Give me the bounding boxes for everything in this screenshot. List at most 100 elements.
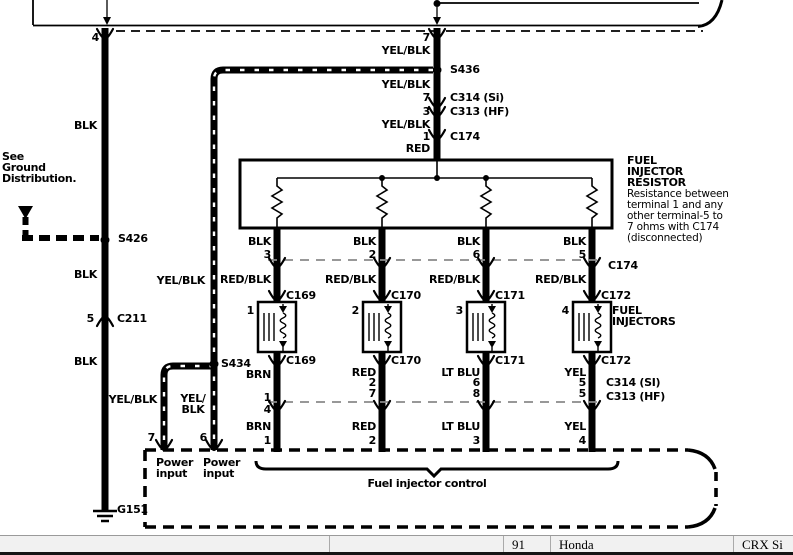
terminal-label: 1 bbox=[263, 434, 272, 447]
splice-s434-dot bbox=[209, 359, 219, 369]
power-input-label: input bbox=[203, 467, 235, 480]
ground-wire bbox=[18, 27, 117, 523]
connector-label: C170 bbox=[391, 354, 421, 367]
resistor-note: 7 ohms with C174 bbox=[627, 221, 719, 233]
resistor-title: FUEL bbox=[627, 154, 657, 167]
status-cell-empty bbox=[329, 536, 503, 552]
terminal-label: 7 bbox=[422, 31, 431, 44]
connector-label: C172 bbox=[601, 289, 631, 302]
fuel-injectors-title: FUEL bbox=[612, 304, 642, 317]
terminal-label: 3 bbox=[472, 434, 481, 447]
wire-color-label: BLK bbox=[456, 235, 480, 248]
wire-color-label: YEL/BLK bbox=[108, 393, 158, 406]
status-cell-empty bbox=[0, 536, 329, 552]
wire-color-label: RED bbox=[351, 366, 377, 379]
injector-3-icon bbox=[465, 300, 507, 354]
supply-wire bbox=[427, 27, 447, 160]
connector-label: C313 (HF) bbox=[606, 390, 665, 403]
resistor-icon bbox=[271, 177, 283, 229]
see-ground-note: Ground bbox=[2, 161, 46, 174]
terminal-label: 4 bbox=[578, 434, 587, 447]
injector-number-label: 1 bbox=[246, 304, 255, 317]
ground-arrow-icon bbox=[18, 206, 33, 219]
splice-label: S436 bbox=[450, 63, 480, 76]
resistor-icon bbox=[480, 177, 492, 229]
status-cell-model: CRX Si bbox=[733, 536, 793, 552]
wire-color-label: YEL/BLK bbox=[381, 78, 431, 91]
ground-symbol-icon bbox=[93, 509, 117, 523]
injector-number-label: 3 bbox=[455, 304, 464, 317]
wire-color-label: BLK bbox=[562, 235, 586, 248]
wire-color-label: RED/BLK bbox=[429, 273, 480, 286]
wire-color-label: YEL/BLK bbox=[381, 44, 431, 57]
resistor-note: Resistance between bbox=[627, 188, 729, 200]
status-cell-make: Honda bbox=[550, 536, 733, 552]
injector-number-label: 2 bbox=[351, 304, 360, 317]
resistor-note: (disconnected) bbox=[627, 232, 703, 244]
terminal-label: 3 bbox=[422, 105, 431, 118]
connector-label: C211 bbox=[117, 312, 147, 325]
connector-label: C174 bbox=[608, 259, 638, 272]
connector-label: C172 bbox=[601, 354, 631, 367]
wire-color-label: BLK bbox=[181, 403, 205, 416]
wire-color-label: YEL/ bbox=[180, 392, 206, 405]
connector-label: C313 (HF) bbox=[450, 105, 509, 118]
wire-color-label: LT BLU bbox=[441, 366, 480, 379]
resistor-title: RESISTOR bbox=[627, 176, 686, 189]
resistor-note: terminal 1 and any bbox=[627, 199, 724, 211]
terminal-label: 2 bbox=[368, 434, 377, 447]
terminal-label: 7 bbox=[147, 431, 156, 444]
injector-column-wires bbox=[267, 228, 604, 452]
power-input-label: Power bbox=[156, 456, 194, 469]
terminal-label: 1 bbox=[263, 391, 272, 404]
terminal-label: 4 bbox=[263, 403, 272, 416]
terminal-label: 1 bbox=[422, 130, 431, 143]
wire-color-label: YEL/BLK bbox=[156, 274, 206, 287]
wire-color-label: BLK bbox=[352, 235, 376, 248]
resistor-icon bbox=[376, 177, 388, 229]
wire-color-label: BLK bbox=[73, 268, 97, 281]
terminal-label: 5 bbox=[86, 312, 95, 325]
wire-color-label: RED bbox=[351, 420, 377, 433]
wire-color-label: LT BLU bbox=[441, 420, 480, 433]
terminal-label: 2 bbox=[368, 248, 377, 261]
connector-label: C174 bbox=[450, 130, 480, 143]
wire-color-label: BLK bbox=[247, 235, 271, 248]
resistor-icon bbox=[586, 177, 598, 229]
terminal-label: 6 bbox=[472, 248, 481, 261]
wire-color-label: BRN bbox=[245, 368, 271, 381]
connector-label: C171 bbox=[495, 289, 525, 302]
wire-color-label: YEL/BLK bbox=[381, 118, 431, 131]
terminal-label: 5 bbox=[578, 248, 587, 261]
yel-blk-feed-wires bbox=[154, 66, 433, 452]
fuel-injector-resistor-box bbox=[238, 158, 614, 230]
power-input-label: input bbox=[156, 467, 188, 480]
arrow-down-icon bbox=[433, 17, 441, 25]
terminal-label: 5 bbox=[578, 376, 587, 389]
wire-color-label: YEL bbox=[564, 420, 586, 433]
fuel-injectors-title: INJECTORS bbox=[612, 315, 676, 328]
terminal-label: 5 bbox=[578, 387, 587, 400]
injector-number-label: 4 bbox=[561, 304, 570, 317]
terminal-label: 4 bbox=[91, 31, 100, 44]
ecu-box bbox=[143, 448, 718, 529]
connector-label: C171 bbox=[495, 354, 525, 367]
connector-label: C314 (Si) bbox=[450, 91, 504, 104]
wiring-diagram-canvas bbox=[18, 0, 724, 529]
splice-label: S426 bbox=[118, 232, 148, 245]
terminal-label: 3 bbox=[263, 248, 272, 261]
splice-s436-dot bbox=[432, 65, 442, 75]
power-input-label: Power bbox=[203, 456, 241, 469]
see-ground-note: Distribution. bbox=[2, 172, 77, 185]
status-cell-year: 91 bbox=[503, 536, 550, 552]
wire-color-label: RED/BLK bbox=[325, 273, 376, 286]
wire-color-label: BLK bbox=[73, 355, 97, 368]
splice-label: S434 bbox=[221, 357, 251, 370]
top-harness bbox=[32, 0, 724, 32]
wire-color-label: RED bbox=[405, 142, 431, 155]
connector-label: C169 bbox=[286, 354, 316, 367]
injector-2-icon bbox=[361, 300, 403, 354]
wire-color-label: BLK bbox=[73, 119, 97, 132]
injector-1-icon bbox=[256, 300, 298, 354]
